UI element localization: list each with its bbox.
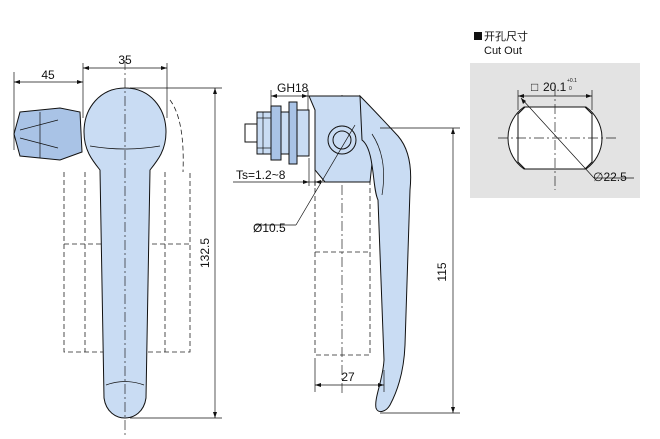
cutout-marker-square [474,32,482,40]
dim-115-label: 115 [435,262,449,281]
cutout-tol-upper: +0.1 [567,78,577,84]
dim-45-label: 45 [41,68,55,82]
dim-thickness-label: Ts=1.2~8 [236,168,286,182]
dim-nut-label: GH18 [277,81,309,95]
cutout-tol-lower: 0 [569,86,572,92]
handle-rotated-stub [13,107,83,161]
side-view: Ø10.5 GH18 Ts=1.2~8 115 27 [233,81,460,414]
dim-hole-label: Ø10.5 [253,221,286,235]
cutout-title-cn: 开孔尺寸 [484,29,528,43]
bolt [244,101,310,165]
dim-132-5-label: 132.5 [198,238,212,268]
cutout-title-en: Cut Out [484,45,522,57]
cutout-flat-dim: 20.1 [543,80,567,94]
dim-27-label: 27 [341,370,355,384]
cutout-diameter-dim: ∅22.5 [593,170,627,184]
front-view: 45 35 132.5 [13,53,222,438]
cutout-view: 开孔尺寸 Cut Out □ 20.1 +0.1 0 ∅22.5 [470,29,640,198]
cutout-square-symbol: □ [531,80,538,94]
handle-side [359,94,412,413]
